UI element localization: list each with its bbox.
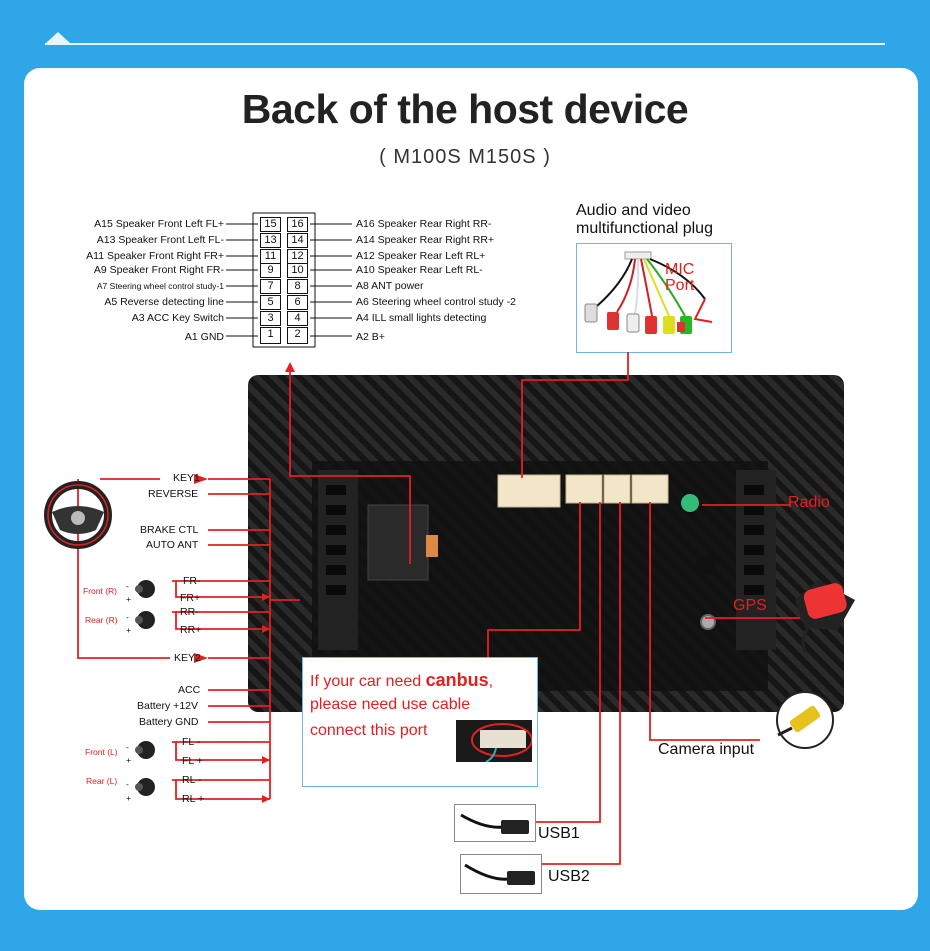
label-fr-minus: FR-: [183, 575, 201, 587]
head-unit-back: [248, 375, 844, 712]
label-rear-r: Rear (R): [85, 615, 118, 625]
gps-antenna-icon: [795, 580, 855, 653]
pin-4: 4: [287, 311, 308, 326]
pin-1: 1: [260, 327, 281, 344]
usb1-image: [454, 804, 536, 842]
pin-label-a15: A15 Speaker Front Left FL+: [94, 218, 224, 230]
canbus-note: If your car need canbus, please need use…: [302, 657, 538, 787]
label-fr-plus: FR+: [180, 592, 201, 604]
canbus-line1: If your car need canbus,: [310, 670, 494, 690]
pin-label-a9: A9 Speaker Front Right FR-: [93, 264, 224, 276]
pin-3: 3: [260, 311, 281, 326]
label-rl-minus: RL -: [182, 774, 202, 786]
av-plug-title-1: Audio and video: [576, 202, 691, 219]
label-plus-4: +: [126, 793, 131, 803]
usb-cable-icon: [460, 813, 529, 834]
usb-cable-icon: [464, 863, 535, 885]
label-battery-gnd: Battery GND: [139, 716, 199, 728]
pin-8: 8: [287, 279, 308, 294]
label-key1: KEY1: [173, 472, 200, 484]
mic-port-line2: Port: [665, 277, 695, 294]
pin-10: 10: [287, 263, 308, 278]
pin-label-a8: A8 ANT power: [356, 280, 424, 292]
pin-16: 16: [287, 217, 308, 232]
rca-cables-icon: [584, 251, 713, 334]
label-battery-12v: Battery +12V: [137, 700, 198, 712]
pin-label-a7: A7 Steering wheel control study-1: [96, 281, 224, 291]
label-usb2: USB2: [548, 868, 590, 885]
pin-15: 15: [260, 217, 281, 232]
pin-label-a1: A1 GND: [184, 331, 224, 343]
label-rear-l: Rear (L): [86, 776, 118, 786]
label-plus-1: +: [126, 594, 131, 604]
pin-label-a4: A4 ILL small lights detecting: [356, 312, 487, 324]
pin-label-a5: A5 Reverse detecting line: [104, 296, 224, 308]
av-plug-title-2: multifunctional plug: [576, 220, 713, 237]
label-acc: ACC: [178, 684, 201, 696]
pin-label-a16: A16 Speaker Rear Right RR-: [356, 218, 492, 230]
label-plus-3: +: [126, 755, 131, 765]
camera-plug-icon: [776, 691, 834, 749]
label-camera-input: Camera input: [658, 741, 755, 758]
label-usb1: USB1: [538, 825, 580, 842]
pin-14: 14: [287, 233, 308, 248]
usb2-image: [460, 854, 542, 894]
speaker-icons: [135, 580, 155, 796]
page-title: Back of the host device: [241, 86, 689, 132]
label-minus-3: -: [126, 742, 129, 752]
label-rr-plus: RR+: [180, 624, 202, 636]
label-front-r: Front (R): [83, 586, 117, 596]
canbus-line3: connect this port: [310, 722, 428, 739]
device-details: [312, 461, 776, 691]
label-key2: KEY2: [174, 652, 201, 664]
pin-label-a12: A12 Speaker Rear Left RL+: [356, 250, 486, 262]
label-fl-plus: FL +: [182, 755, 203, 767]
pin-label-a10: A10 Speaker Rear Left RL-: [356, 264, 483, 276]
steering-wheel-icon: [44, 481, 112, 549]
label-reverse: REVERSE: [148, 488, 199, 500]
label-rl-plus: RL +: [182, 793, 205, 805]
label-radio: Radio: [788, 494, 830, 511]
pin-label-a11: A11 Speaker Front Right FR+: [86, 250, 224, 262]
canbus-port-photo: [456, 720, 532, 762]
pin-9: 9: [260, 263, 281, 278]
label-brake: BRAKE CTL: [140, 524, 199, 536]
label-auto-ant: AUTO ANT: [146, 539, 199, 551]
label-minus-1: -: [126, 581, 129, 591]
header-divider: [45, 43, 885, 45]
pin-label-a13: A13 Speaker Front Left FL-: [96, 234, 224, 246]
label-gps: GPS: [733, 597, 767, 614]
mic-port-line1: MIC: [665, 261, 695, 278]
label-rr-minus: RR-: [180, 606, 199, 618]
pin-label-a6: A6 Steering wheel control study -2: [356, 296, 516, 308]
av-plug-image: MIC Port: [576, 243, 732, 353]
label-front-l: Front (L): [85, 747, 118, 757]
label-minus-2: -: [126, 612, 129, 622]
pin-6: 6: [287, 295, 308, 310]
pin-5: 5: [260, 295, 281, 310]
page-subtitle: ( M100S M150S ): [379, 146, 551, 168]
label-minus-4: -: [126, 779, 129, 789]
canbus-line2: please need use cable: [310, 696, 471, 713]
pin-label-a14: A14 Speaker Rear Right RR+: [356, 234, 495, 246]
pin-label-a2: A2 B+: [356, 331, 385, 343]
pin-label-a3: A3 ACC Key Switch: [131, 312, 224, 324]
pin-7: 7: [260, 279, 281, 294]
label-plus-2: +: [126, 625, 131, 635]
pin-2: 2: [287, 327, 308, 344]
pin-13: 13: [260, 233, 281, 248]
label-fl-minus: FL -: [182, 736, 201, 748]
header-triangle: [46, 32, 70, 43]
